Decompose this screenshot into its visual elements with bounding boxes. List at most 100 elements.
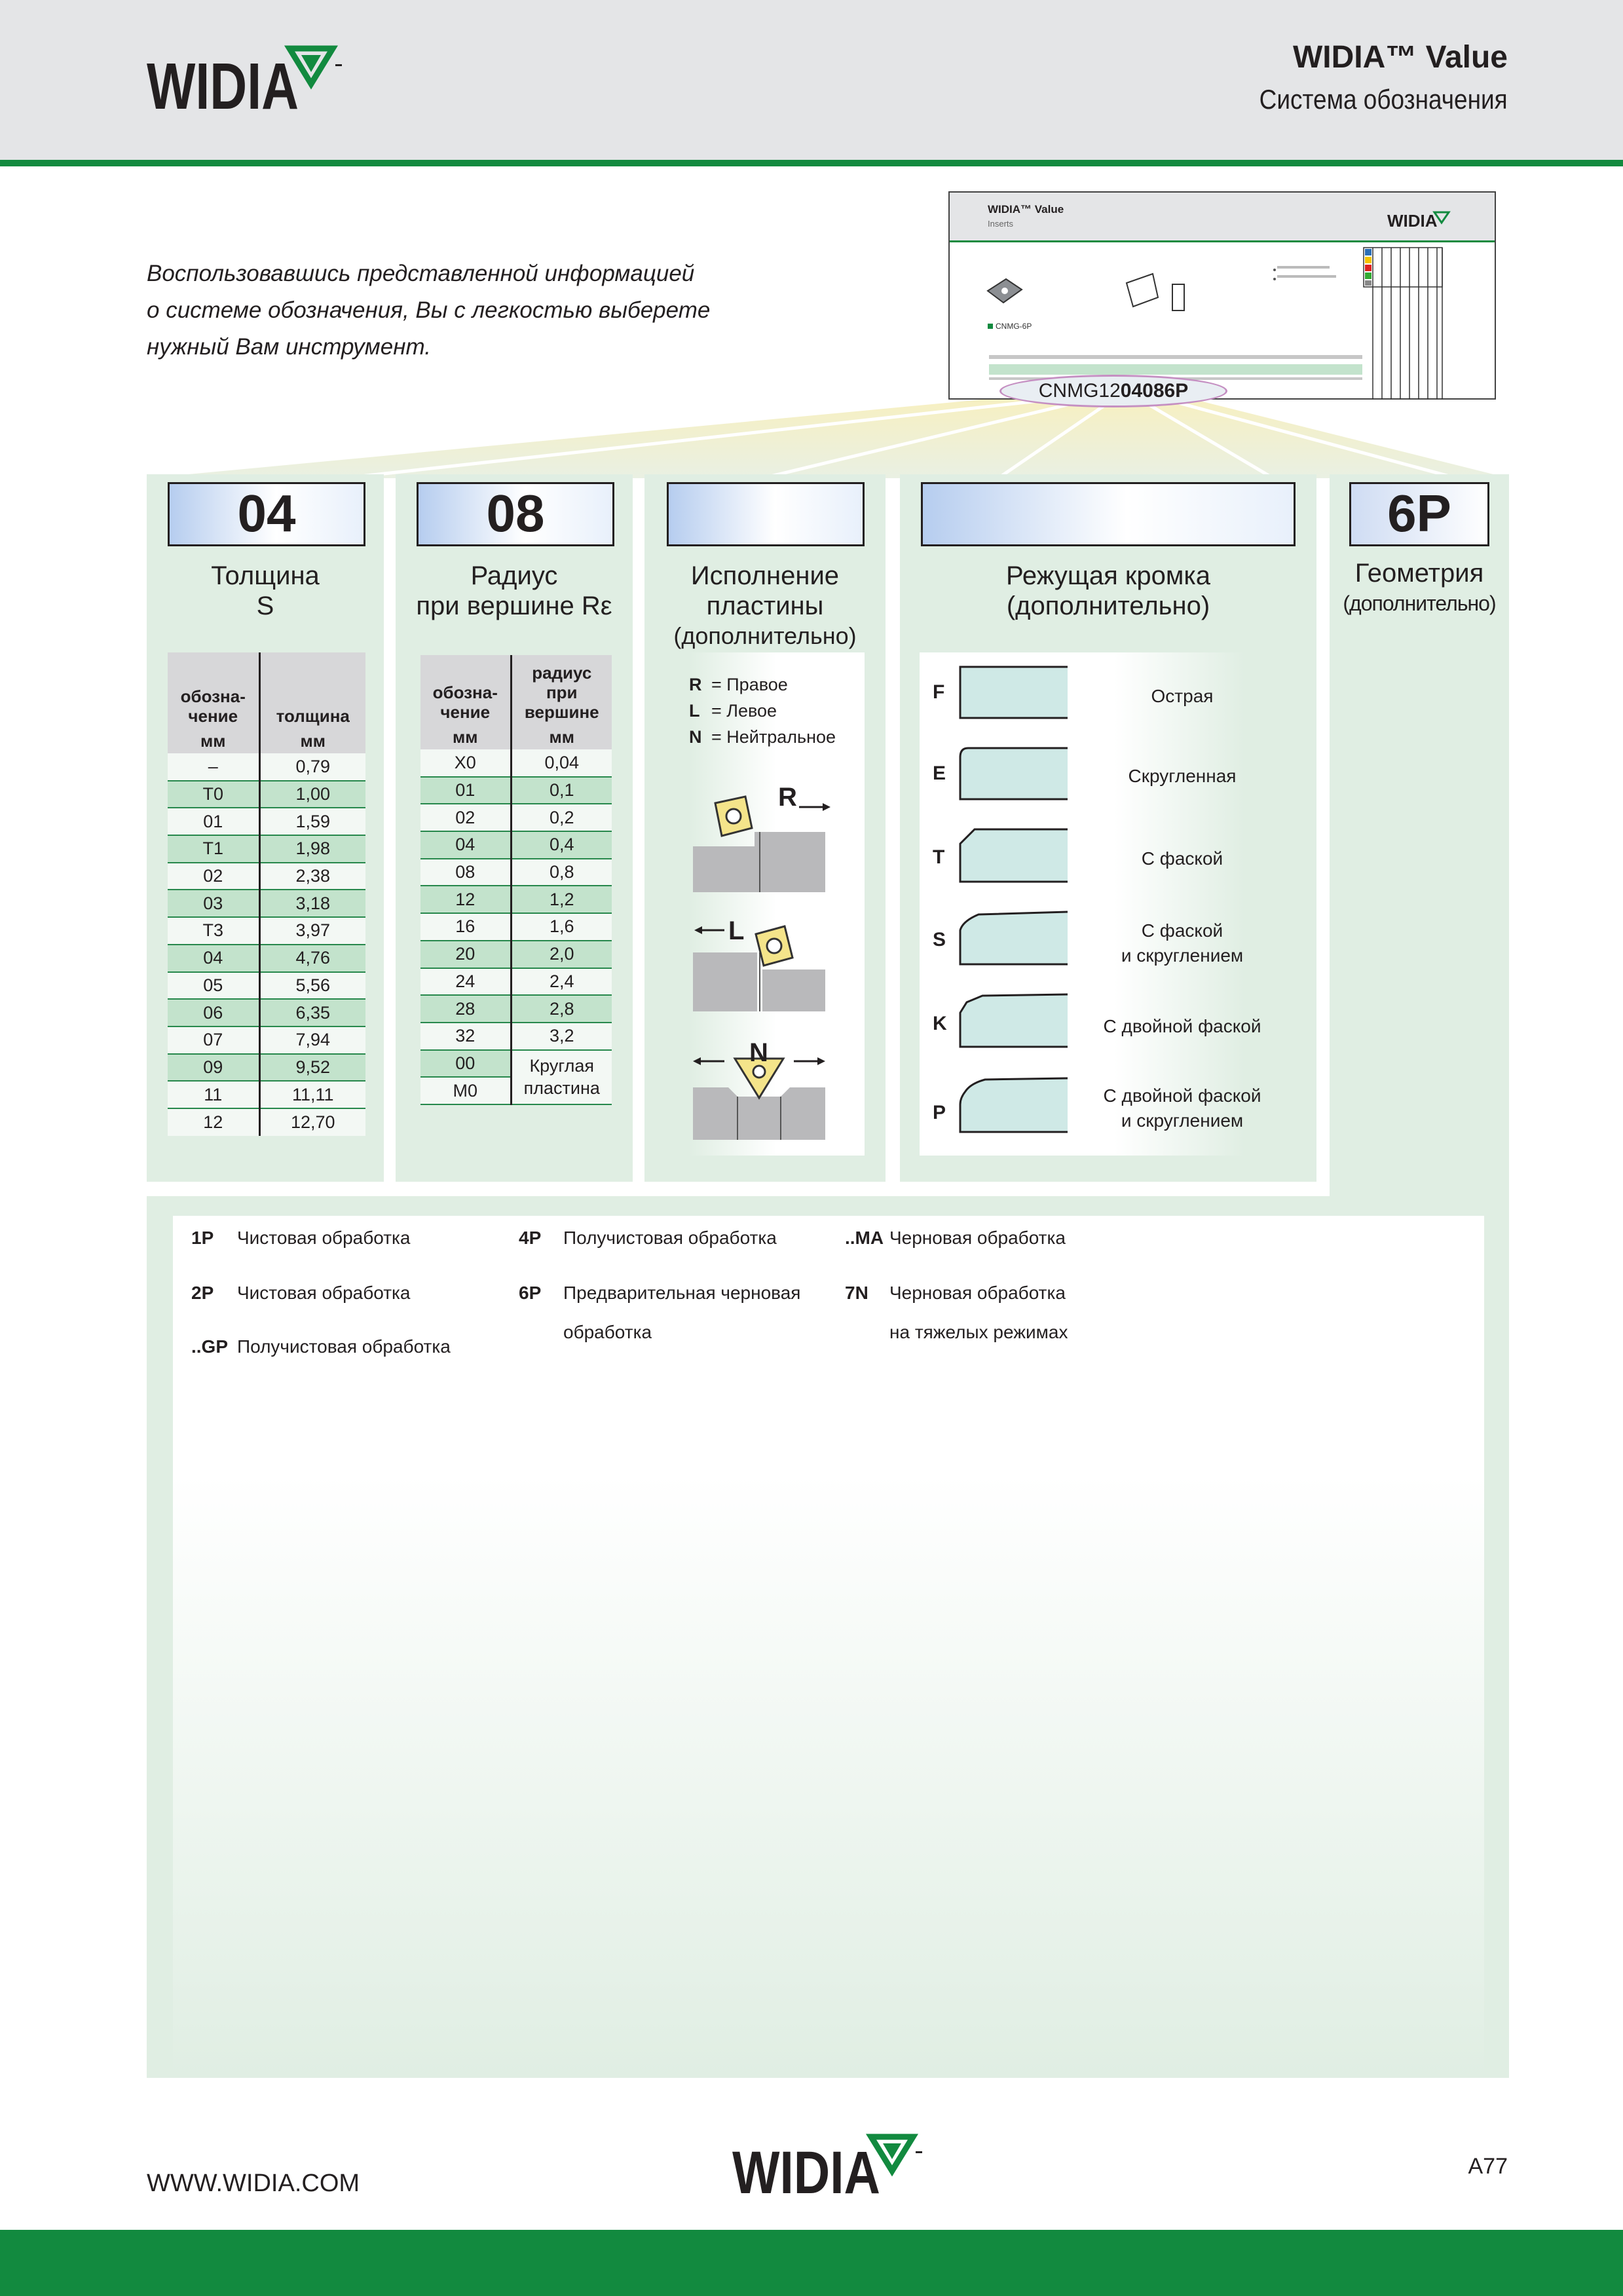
title-line: пластины [706,592,824,620]
edge-profile-sharp [959,666,1068,719]
title-line: Режущая кромка [1006,561,1210,590]
value-cell: 4,76 [259,944,365,973]
value-cell: 2,38 [259,862,365,891]
thickness-row: –0,79 [168,753,365,781]
value-cell: 11,11 [259,1081,365,1109]
column-unit: мм [259,730,365,753]
edge-profile-honed [959,747,1068,800]
edge-label: Острая [1151,686,1214,706]
value-cell: 0,2 [511,804,612,833]
hand-legend-l: L= Левое [689,701,777,721]
website-link[interactable]: WWW.WIDIA.COM [147,2170,360,2197]
radius-table: обозна- чение радиус при вершине мм мм X… [420,655,612,1105]
title-line: (дополнительно) [1343,592,1496,615]
value-cell: 6,35 [259,999,365,1027]
value-cell: 1,98 [259,835,365,863]
title-line: Радиус [470,561,558,590]
thickness-title: Толщина S [147,561,384,621]
intro-line: нужный Вам инструмент. [147,334,431,360]
designation-cell: 11 [168,1081,261,1109]
value-cell: 12,70 [259,1108,365,1136]
designation-cell: 32 [420,1022,512,1051]
intro-text: Воспользовавшись представленной информац… [147,255,762,366]
page-number: A77 [1468,2154,1508,2179]
value-cell: 1,6 [511,913,612,941]
edge-label: С двойной фаской [1103,1016,1261,1036]
value-cell: 0,4 [511,831,612,859]
column-header: обозна- чение [420,655,512,726]
title-line: S [256,592,274,620]
designation-cell: 04 [420,831,512,859]
designation-cell: 02 [420,804,512,833]
column-header: радиус при вершине [511,655,612,726]
intro-line: о системе обозначения, Вы с легкостью вы… [147,297,711,323]
value-cell: 3,2 [511,1022,612,1051]
edge-code-letter: K [933,1013,947,1034]
edge-label: С фаской и скруглением [1121,920,1244,966]
radius-row-round: M0 [420,1077,612,1105]
edge-code-letter: S [933,929,946,950]
edge-label: С двойной фаской и скруглением [1103,1085,1261,1131]
geometry-panel [1330,474,1509,1196]
edge-code-letter: P [933,1102,946,1123]
column-unit: мм [511,726,612,749]
title-line: (дополнительно) [673,622,857,649]
designation-cell: 05 [168,971,261,1000]
edge-label: С фаской [1141,848,1223,869]
edge-profile-double-chamfer [959,993,1068,1048]
designation-cell: 16 [420,913,512,941]
page-header [0,0,1623,162]
edge-code-letter: E [933,762,946,784]
thickness-code-box: 04 [168,482,365,546]
catalog-thumbnail: WIDIA™ Value Inserts WIDIA CNMG-6P [948,191,1496,400]
radius-title: Радиус при вершине Rε [396,561,633,621]
edge-code-box [921,482,1296,546]
header-rule [0,160,1623,166]
value-cell: 3,97 [259,917,365,945]
value-cell: 0,79 [259,753,365,781]
thumbnail-subtitle: Inserts [988,219,1014,229]
svg-text:WIDIA: WIDIA [1387,211,1438,231]
radius-code-box: 08 [417,482,614,546]
header-subtitle: Система обозначения [1259,84,1508,115]
hand-figure-box [689,652,865,1156]
value-cell: 2,8 [511,995,612,1023]
edge-profile-double-chamfer-hone [959,1077,1068,1133]
value-cell: 1,2 [511,886,612,914]
designation-cell: 00 [420,1049,512,1078]
designation-cell: 12 [168,1108,261,1136]
edge-profiles [959,666,1068,1133]
value-cell: 7,94 [259,1026,365,1055]
left-hand-diagram: L [693,916,825,1011]
neutral-hand-diagram: N [693,1038,825,1140]
designation-cell: T0 [168,780,261,809]
round-insert-label: Круглая пластина [511,1049,612,1105]
designation-cell: X0 [420,749,512,778]
designation-cell: T1 [168,835,261,863]
geometry-code-box: 6P [1349,482,1489,546]
svg-text:CNMG-6P: CNMG-6P [996,322,1032,331]
designation-cell: 06 [168,999,261,1027]
value-cell: 0,8 [511,858,612,887]
title-line: (дополнительно) [1006,592,1210,620]
edge-code-letter: T [933,846,945,868]
hand-code-box [667,482,865,546]
designation-cell: 03 [168,890,261,918]
designation-cell: 24 [420,968,512,996]
right-hand-diagram: R [693,783,830,892]
